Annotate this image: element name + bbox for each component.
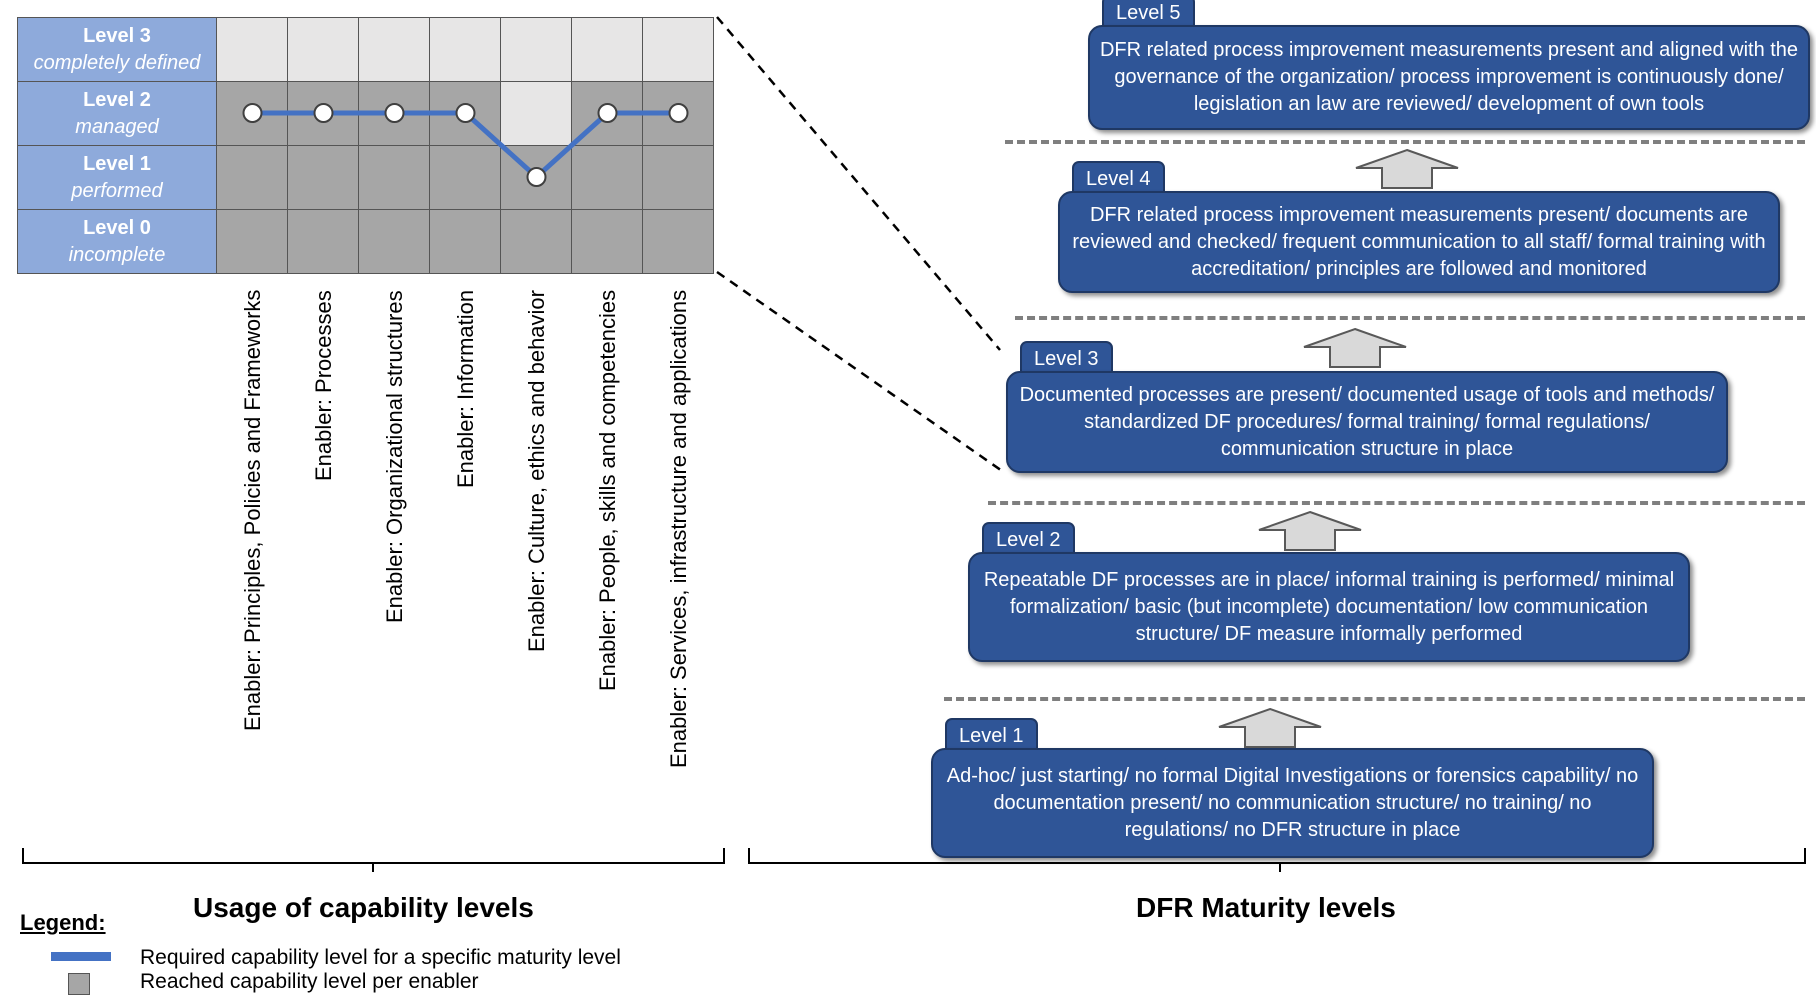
maturity-separator	[944, 697, 1805, 701]
legend-reached-box-swatch	[68, 973, 90, 995]
maturity-separator	[1005, 140, 1805, 144]
maturity-level-text: Documented processes are present/ docume…	[1019, 383, 1715, 460]
grid-row-level-2: Level 2 managed	[17, 81, 714, 146]
level-name: Level 1	[83, 152, 151, 175]
capability-cell	[571, 145, 643, 210]
capability-cell	[358, 209, 430, 274]
capability-cell	[571, 81, 643, 146]
enabler-label: Enabler: Principles, Policies and Framew…	[239, 289, 265, 731]
legend-reached-label: Reached capability level per enabler	[140, 970, 479, 993]
level-desc: managed	[75, 115, 159, 138]
capability-cell	[642, 17, 714, 82]
level-name: Level 2	[83, 88, 151, 111]
level-header: Level 1 performed	[17, 145, 217, 210]
level-desc: completely defined	[33, 51, 201, 74]
capability-cell	[287, 81, 359, 146]
capability-cell	[216, 17, 288, 82]
capability-cell	[287, 145, 359, 210]
enabler-label: Enabler: Processes	[310, 290, 336, 481]
maturity-level-tab: Level 1	[945, 718, 1038, 750]
zoom-connector-line	[716, 16, 1001, 351]
capability-cell	[429, 81, 501, 146]
capability-cell	[571, 17, 643, 82]
enabler-label: Enabler: Organizational structures	[381, 290, 407, 623]
enabler-label: Enabler: Services, infrastructure and ap…	[665, 289, 691, 768]
grid-row-level-3: Level 3 completely defined	[17, 17, 714, 82]
maturity-level-text: Repeatable DF processes are in place/ in…	[983, 568, 1675, 645]
capability-cell	[500, 17, 572, 82]
left-section-title: Usage of capability levels	[193, 892, 534, 923]
left-brace-tick	[372, 862, 374, 872]
enabler-label: Enabler: Culture, ethics and behavior	[523, 290, 549, 652]
level-header: Level 3 completely defined	[17, 17, 217, 82]
maturity-level-box: DFR related process improvement measurem…	[1088, 25, 1810, 130]
maturity-level-text: DFR related process improvement measurem…	[1072, 203, 1766, 280]
maturity-separator	[988, 501, 1805, 505]
level-header: Level 0 incomplete	[17, 209, 217, 274]
capability-cell	[358, 145, 430, 210]
capability-cell	[642, 145, 714, 210]
right-brace	[748, 848, 1806, 864]
capability-cell	[500, 145, 572, 210]
enabler-label: Enabler: Information	[452, 289, 478, 488]
maturity-separator	[1015, 316, 1805, 320]
capability-cell	[429, 17, 501, 82]
maturity-level-box: DFR related process improvement measurem…	[1058, 191, 1780, 293]
capability-cell	[429, 145, 501, 210]
legend-title: Legend:	[20, 910, 106, 935]
up-arrow-icon	[1303, 327, 1407, 368]
level-header: Level 2 managed	[17, 81, 217, 146]
maturity-level-tab: Level 3	[1020, 341, 1113, 373]
capability-cell	[571, 209, 643, 274]
up-arrow-icon	[1218, 707, 1322, 748]
maturity-level-box: Documented processes are present/ docume…	[1006, 371, 1728, 473]
level-desc: incomplete	[68, 243, 166, 266]
capability-cell	[287, 209, 359, 274]
up-arrow-icon	[1258, 510, 1362, 551]
capability-cell	[216, 81, 288, 146]
maturity-level-tab: Level 4	[1072, 161, 1165, 193]
maturity-level-box: Ad-hoc/ just starting/ no formal Digital…	[931, 748, 1654, 858]
legend-required-line-swatch	[51, 952, 111, 961]
capability-cell	[500, 209, 572, 274]
maturity-level-text: DFR related process improvement measurem…	[1099, 39, 1799, 115]
capability-cell	[429, 209, 501, 274]
capability-cell	[216, 209, 288, 274]
grid-row-level-1: Level 1 performed	[17, 145, 714, 210]
capability-cell	[216, 145, 288, 210]
maturity-level-tab: Level 5	[1102, 0, 1195, 27]
capability-cell	[358, 17, 430, 82]
capability-cell	[358, 81, 430, 146]
right-brace-tick	[1279, 862, 1281, 872]
level-name: Level 3	[83, 24, 151, 47]
level-desc: performed	[71, 179, 163, 202]
enabler-label: Enabler: People, skills and competencies	[594, 289, 620, 691]
capability-cell	[287, 17, 359, 82]
legend-required-label: Required capability level for a specific…	[140, 946, 621, 969]
up-arrow-icon	[1355, 148, 1459, 189]
capability-cell	[642, 81, 714, 146]
level-name: Level 0	[83, 216, 151, 239]
right-section-title: DFR Maturity levels	[1136, 892, 1396, 923]
capability-cell	[642, 209, 714, 274]
maturity-level-box: Repeatable DF processes are in place/ in…	[968, 552, 1690, 662]
maturity-level-text: Ad-hoc/ just starting/ no formal Digital…	[946, 764, 1639, 841]
grid-row-level-0: Level 0 incomplete	[17, 209, 714, 274]
capability-cell	[500, 81, 572, 146]
maturity-level-tab: Level 2	[982, 522, 1075, 554]
zoom-connector-line	[716, 270, 1006, 475]
